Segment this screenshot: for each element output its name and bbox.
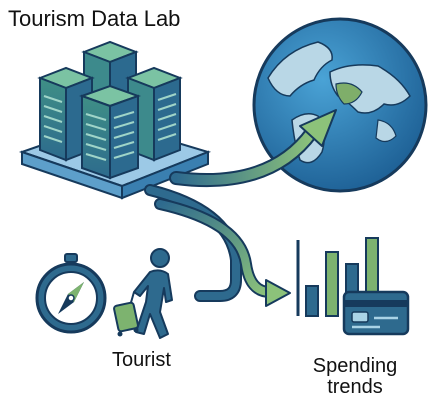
server-cluster-icon bbox=[18, 40, 212, 200]
traveler-icon bbox=[113, 248, 173, 339]
spending-label-line1: Spending bbox=[313, 355, 398, 377]
page-title: Tourism Data Lab bbox=[8, 6, 180, 31]
tourist-label: Tourist bbox=[112, 349, 171, 371]
spending-label-line2: trends bbox=[327, 376, 383, 398]
compass-icon bbox=[35, 253, 107, 334]
credit-card-icon bbox=[342, 290, 410, 336]
arrow-to-chart bbox=[154, 198, 291, 307]
arrow-to-globe bbox=[169, 109, 337, 188]
arrow-to-tourist bbox=[144, 184, 242, 302]
